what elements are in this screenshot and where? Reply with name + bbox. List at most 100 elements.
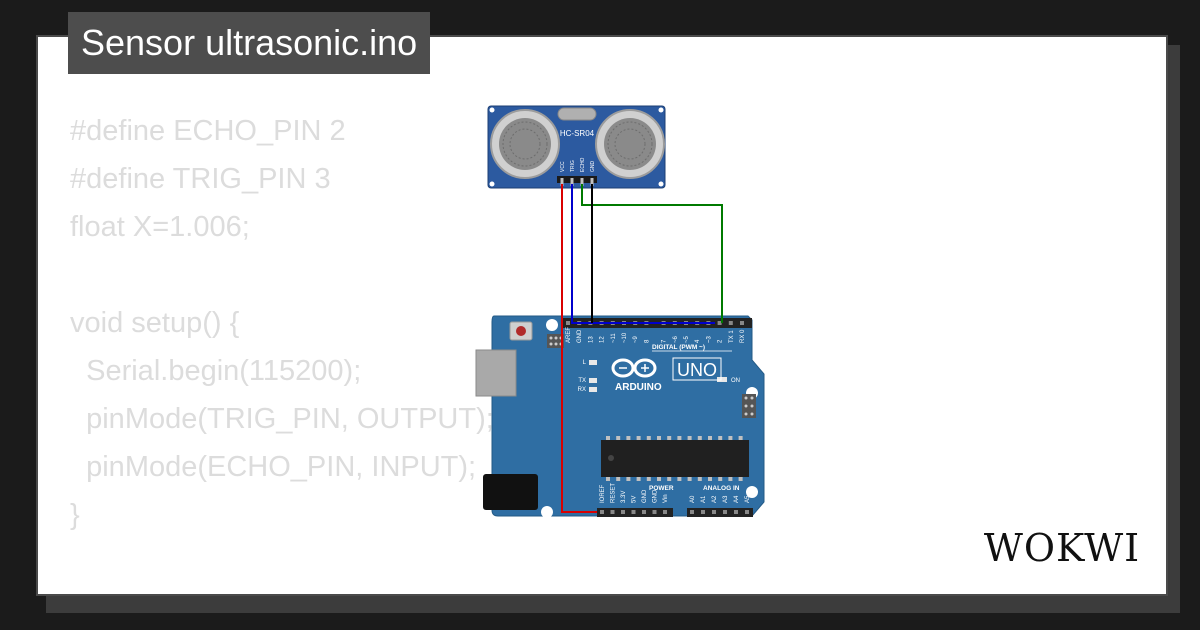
wire-echo[interactable]	[581, 184, 723, 323]
analog-pin-label: A5	[745, 495, 751, 503]
power-pin[interactable]	[663, 510, 667, 514]
sensor-pin-labels: VCC TRIG ECHO GND	[560, 157, 596, 172]
power-led	[717, 377, 727, 382]
ultrasonic-sensor[interactable]: HC-SR04 VCC TRIG ECHO GND	[487, 105, 666, 189]
arduino-brand: ARDUINO	[615, 382, 662, 393]
analog-pin[interactable]	[745, 510, 749, 514]
analog-pin-header[interactable]	[687, 508, 753, 517]
usb-port	[475, 349, 517, 397]
microcontroller-chip	[601, 436, 749, 481]
code-line: float readDistanceCM() {	[70, 587, 494, 594]
power-header-label: POWER	[649, 485, 674, 492]
power-pin[interactable]	[600, 510, 604, 514]
analog-pin[interactable]	[723, 510, 727, 514]
analog-pin[interactable]	[712, 510, 716, 514]
wire-vcc[interactable]	[561, 184, 597, 513]
icsp-header-right	[742, 394, 756, 418]
digital-pin-label: 2	[718, 339, 724, 343]
analog-pin-label: A1	[701, 495, 707, 503]
code-line	[70, 539, 494, 587]
power-pin-label: Vin	[663, 494, 669, 503]
digital-pin-label: 4	[695, 339, 701, 343]
code-line: #define TRIG_PIN 3	[70, 163, 331, 195]
analog-pin-label: A0	[690, 495, 696, 503]
sensor-pin[interactable]	[570, 178, 574, 186]
led	[589, 387, 597, 392]
crystal	[557, 107, 597, 121]
sensor-pin[interactable]	[580, 178, 584, 186]
analog-pin[interactable]	[690, 510, 694, 514]
power-pin-label: IOREF	[600, 484, 606, 503]
circuit-diagram[interactable]: HC-SR04 VCC TRIG ECHO GND AREF GND 13 12 ~11 ~10…	[470, 98, 790, 528]
sensor-model-label: HC-SR04	[560, 129, 595, 138]
power-pin[interactable]	[621, 510, 625, 514]
bottom-pin-labels: IOREF RESET 3.3V 5V GND GND Vin A0 A1 A2 A3 A4 A5	[600, 483, 751, 503]
analog-pin[interactable]	[734, 510, 738, 514]
led-label: RX	[578, 387, 586, 393]
digital-pin[interactable]	[740, 321, 744, 325]
power-pin-label: GND	[642, 489, 648, 503]
wokwi-logo-outline: WOKWI	[984, 526, 1140, 570]
digital-pin-label: ~9	[633, 335, 639, 343]
transducer-right	[595, 109, 665, 179]
power-pin-label: RESET	[611, 483, 617, 503]
analog-pin-label: A3	[723, 495, 729, 503]
analog-header-label: ANALOG IN	[703, 485, 740, 492]
sensor-pin-label: VCC	[560, 161, 566, 172]
code-line: }	[70, 499, 80, 531]
mounting-hole	[541, 506, 553, 518]
power-pin-label: 3.3V	[621, 491, 627, 503]
power-pin[interactable]	[610, 510, 615, 514]
digital-pin-label: ~5	[684, 335, 690, 343]
wokwi-logo[interactable]: WOKWI WOKWI	[976, 523, 1151, 575]
sensor-pin-label: TRIG	[570, 160, 576, 172]
analog-pin-label: A2	[712, 495, 718, 503]
code-line: float X=1.006;	[70, 211, 250, 243]
sensor-pin[interactable]	[590, 178, 594, 186]
code-line: pinMode(TRIG_PIN, OUTPUT);	[70, 403, 494, 435]
digital-pin-label: 7	[662, 339, 668, 343]
power-pin-label: 5V	[632, 496, 638, 503]
digital-pin-label: 12	[600, 336, 606, 343]
digital-pin[interactable]	[717, 321, 722, 325]
sensor-pin[interactable]	[560, 178, 564, 186]
digital-pin[interactable]	[728, 321, 733, 325]
mounting-hole	[546, 319, 558, 331]
digital-pin-label: ~11	[611, 333, 617, 343]
digital-pin-label: ~6	[673, 335, 679, 343]
power-pin-label: GND	[653, 489, 659, 503]
sensor-pin-header	[557, 176, 597, 186]
wire-trig[interactable]	[571, 184, 715, 324]
digital-pin-label: AREF	[566, 327, 572, 343]
led	[589, 378, 597, 383]
analog-pin-label: A4	[734, 495, 740, 503]
code-line: #define ECHO_PIN 2	[70, 115, 346, 147]
arduino-infinity-logo	[611, 358, 657, 378]
wires[interactable]	[561, 184, 723, 513]
power-pin[interactable]	[652, 510, 657, 514]
digital-pin[interactable]	[566, 321, 570, 325]
digital-pin-label: 13	[588, 336, 594, 343]
code-line	[70, 251, 494, 299]
analog-pin[interactable]	[701, 510, 705, 514]
code-line: pinMode(ECHO_PIN, INPUT);	[70, 451, 477, 483]
board-model: UNO	[677, 360, 717, 380]
power-jack	[483, 474, 538, 510]
digital-pin-label: 8	[644, 339, 650, 343]
led	[589, 360, 597, 365]
status-leds: L TX RX	[578, 360, 597, 393]
mounting-hole	[746, 486, 758, 498]
digital-pin-label: ~3	[706, 335, 712, 343]
sensor-pin-label: ECHO	[580, 157, 586, 172]
power-pin[interactable]	[642, 510, 646, 514]
power-pin[interactable]	[631, 510, 636, 514]
digital-pin-label: ~10	[622, 332, 628, 343]
led-label: L	[583, 360, 587, 366]
digital-pin-label: TX 1	[729, 330, 735, 343]
led-label: TX	[578, 378, 586, 384]
transducer-left	[490, 109, 560, 179]
icsp-header-left	[547, 334, 564, 348]
sensor-pin-label: GND	[590, 161, 596, 173]
